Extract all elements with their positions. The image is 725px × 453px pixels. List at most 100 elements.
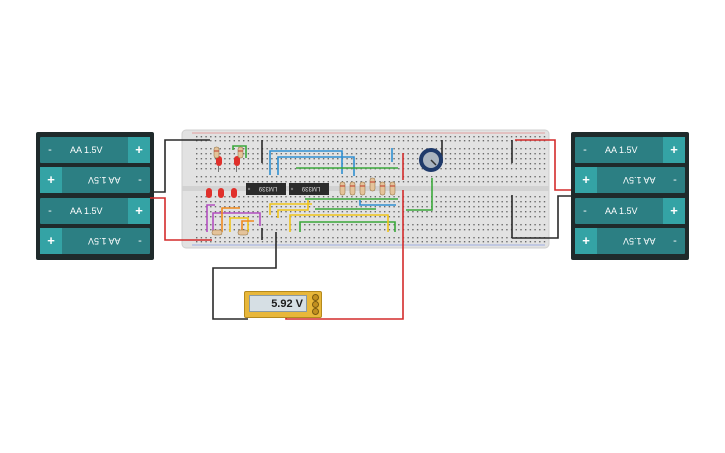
breadboard-hole[interactable]: [355, 176, 358, 178]
breadboard-hole[interactable]: [266, 181, 268, 183]
breadboard-hole[interactable]: [416, 140, 419, 142]
breadboard-hole[interactable]: [351, 176, 353, 178]
breadboard-hole[interactable]: [308, 148, 311, 150]
breadboard-hole[interactable]: [275, 211, 278, 213]
breadboard-hole[interactable]: [539, 176, 541, 178]
breadboard-hole[interactable]: [247, 206, 250, 208]
led-red[interactable]: [231, 188, 237, 198]
breadboard-hole[interactable]: [275, 168, 278, 170]
breadboard-hole[interactable]: [473, 241, 475, 243]
breadboard-hole[interactable]: [393, 158, 395, 160]
breadboard-hole[interactable]: [431, 237, 433, 239]
breadboard-hole[interactable]: [510, 176, 513, 178]
breadboard-hole[interactable]: [416, 163, 419, 165]
wire-orange[interactable]: [241, 220, 254, 232]
breadboard-hole[interactable]: [473, 229, 475, 231]
breadboard-hole[interactable]: [407, 206, 409, 208]
breadboard-hole[interactable]: [379, 181, 381, 183]
breadboard-hole[interactable]: [534, 224, 536, 226]
breadboard-hole[interactable]: [440, 201, 442, 203]
breadboard-hole[interactable]: [482, 196, 485, 198]
breadboard-hole[interactable]: [346, 176, 348, 178]
breadboard-hole[interactable]: [487, 206, 489, 208]
breadboard-hole[interactable]: [224, 224, 226, 226]
breadboard-hole[interactable]: [247, 216, 250, 218]
breadboard-hole[interactable]: [243, 168, 245, 170]
breadboard-hole[interactable]: [473, 224, 475, 226]
breadboard-hole[interactable]: [224, 241, 226, 243]
breadboard-hole[interactable]: [290, 241, 292, 243]
breadboard-hole[interactable]: [543, 163, 546, 165]
breadboard-hole[interactable]: [435, 216, 438, 218]
breadboard-hole[interactable]: [454, 241, 456, 243]
breadboard-hole[interactable]: [299, 241, 301, 243]
breadboard-hole[interactable]: [506, 148, 508, 150]
breadboard-hole[interactable]: [501, 196, 503, 198]
breadboard-hole[interactable]: [275, 136, 278, 138]
breadboard-hole[interactable]: [496, 206, 499, 208]
breadboard-hole[interactable]: [327, 136, 329, 138]
breadboard-hole[interactable]: [304, 241, 306, 243]
breadboard-hole[interactable]: [228, 136, 231, 138]
breadboard-hole[interactable]: [290, 211, 292, 213]
breadboard-hole[interactable]: [210, 211, 212, 213]
breadboard-hole[interactable]: [341, 176, 344, 178]
breadboard-hole[interactable]: [492, 201, 494, 203]
breadboard-hole[interactable]: [412, 158, 414, 160]
breadboard-hole[interactable]: [341, 241, 344, 243]
breadboard-hole[interactable]: [219, 176, 221, 178]
breadboard-hole[interactable]: [506, 196, 508, 198]
breadboard-hole[interactable]: [482, 237, 485, 239]
breadboard-hole[interactable]: [426, 216, 428, 218]
breadboard-hole[interactable]: [252, 140, 254, 142]
breadboard-hole[interactable]: [388, 237, 391, 239]
breadboard-hole[interactable]: [351, 216, 353, 218]
breadboard-hole[interactable]: [346, 181, 348, 183]
breadboard-hole[interactable]: [393, 176, 395, 178]
breadboard-hole[interactable]: [398, 163, 400, 165]
wire-yellow[interactable]: [277, 200, 309, 218]
breadboard-hole[interactable]: [280, 224, 282, 226]
breadboard-hole[interactable]: [196, 158, 198, 160]
breadboard-hole[interactable]: [238, 201, 240, 203]
breadboard-hole[interactable]: [534, 181, 536, 183]
breadboard-hole[interactable]: [407, 140, 409, 142]
breadboard-hole[interactable]: [219, 201, 221, 203]
breadboard-hole[interactable]: [426, 136, 428, 138]
breadboard-hole[interactable]: [332, 140, 334, 142]
breadboard-hole[interactable]: [332, 148, 334, 150]
breadboard-hole[interactable]: [318, 206, 320, 208]
breadboard-hole[interactable]: [492, 153, 494, 155]
breadboard-hole[interactable]: [520, 224, 522, 226]
breadboard-hole[interactable]: [468, 181, 470, 183]
breadboard-hole[interactable]: [280, 176, 282, 178]
breadboard-hole[interactable]: [285, 229, 287, 231]
breadboard-hole[interactable]: [200, 224, 203, 226]
breadboard-hole[interactable]: [205, 181, 207, 183]
breadboard-hole[interactable]: [200, 201, 203, 203]
breadboard-hole[interactable]: [327, 224, 329, 226]
breadboard-hole[interactable]: [327, 140, 329, 142]
breadboard-hole[interactable]: [233, 201, 235, 203]
breadboard-hole[interactable]: [304, 148, 306, 150]
breadboard-hole[interactable]: [393, 241, 395, 243]
breadboard-hole[interactable]: [228, 140, 231, 142]
breadboard-hole[interactable]: [440, 216, 442, 218]
breadboard-hole[interactable]: [431, 211, 433, 213]
breadboard-hole[interactable]: [360, 153, 362, 155]
breadboard-hole[interactable]: [332, 211, 334, 213]
breadboard-hole[interactable]: [416, 176, 419, 178]
breadboard-hole[interactable]: [257, 153, 259, 155]
breadboard-hole[interactable]: [515, 153, 517, 155]
breadboard-hole[interactable]: [407, 224, 409, 226]
breadboard-hole[interactable]: [534, 216, 536, 218]
breadboard-hole[interactable]: [398, 153, 400, 155]
breadboard-hole[interactable]: [529, 136, 532, 138]
breadboard-hole[interactable]: [322, 237, 325, 239]
breadboard-hole[interactable]: [243, 136, 245, 138]
breadboard-hole[interactable]: [205, 196, 207, 198]
ic-chip[interactable]: LM339: [246, 183, 286, 195]
breadboard-hole[interactable]: [440, 206, 442, 208]
breadboard-hole[interactable]: [247, 136, 250, 138]
breadboard-hole[interactable]: [454, 176, 456, 178]
